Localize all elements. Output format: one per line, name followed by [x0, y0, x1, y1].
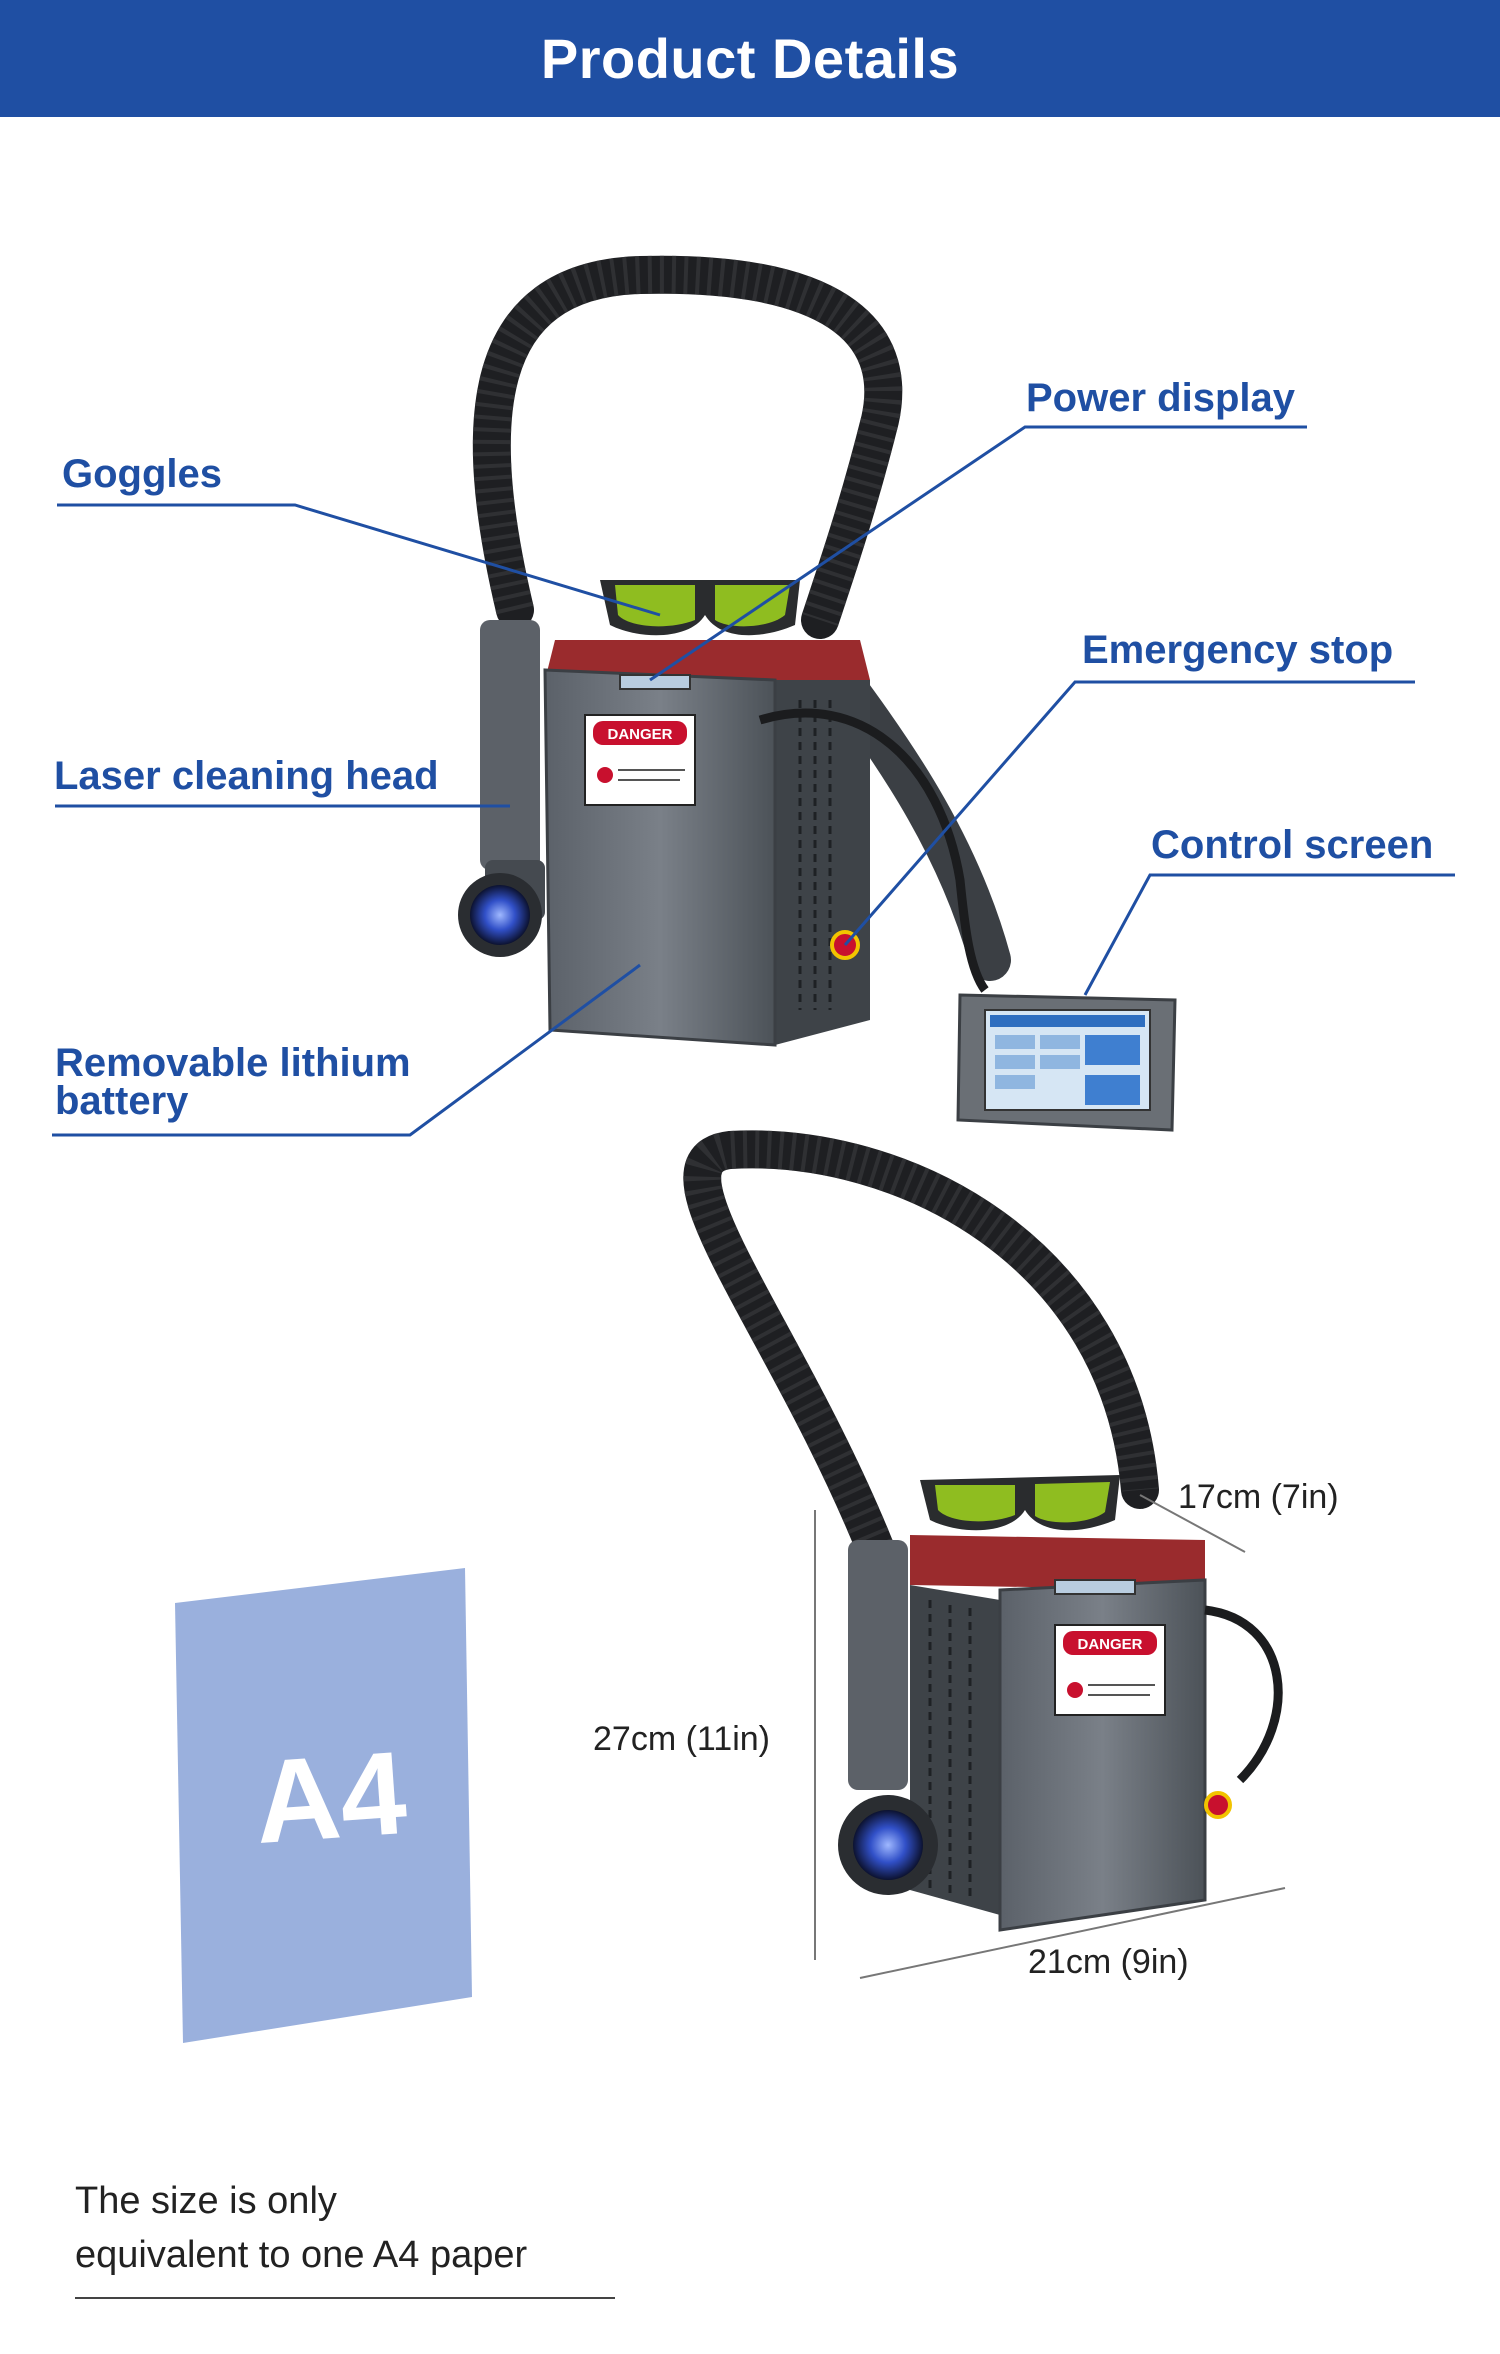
callout-lines: [52, 425, 1455, 1137]
removable-battery-label-line2: battery: [55, 1079, 189, 1123]
laser-cleaning-head-label: Laser cleaning head: [54, 754, 439, 798]
power-display-leader: [649, 425, 1307, 682]
control-screen-device: [956, 993, 1177, 1132]
danger-label-bottom: DANGER: [1077, 1636, 1142, 1653]
removable-battery-label: Removable lithium battery: [55, 1041, 411, 1123]
machine-top: DANGER: [458, 255, 1177, 1132]
depth-label: 17cm (7in): [1178, 1478, 1339, 1516]
a4-card: [175, 1568, 472, 2043]
note-line-2: equivalent to one A4 paper: [75, 2234, 528, 2276]
header-bar: Product Details: [0, 0, 1500, 117]
cleaning-head-column: [480, 620, 540, 870]
width-label: 21cm (9in): [1028, 1943, 1189, 1981]
vents: [798, 700, 832, 1010]
removable-battery-label-line1: Removable lithium: [55, 1041, 411, 1085]
goggles-top: [600, 580, 800, 636]
note-line-1: The size is only: [75, 2180, 337, 2222]
height-label: 27cm (11in): [593, 1720, 770, 1758]
danger-sign: DANGER: [584, 714, 696, 806]
danger-label: DANGER: [607, 726, 672, 743]
depth-dimension-line: [1139, 1494, 1246, 1553]
a4-label: A4: [250, 1726, 411, 1870]
page-title: Product Details: [540, 27, 960, 90]
control-screen-label: Control screen: [1151, 823, 1434, 867]
battery-leader: [52, 963, 641, 1137]
top-plate: [545, 640, 870, 680]
machine-bottom: DANGER: [683, 1130, 1283, 1932]
emergency-stop-leader: [843, 680, 1415, 946]
dimension-lines: [814, 1494, 1286, 1979]
note-underline: [75, 2297, 615, 2299]
control-screen-leader: [1083, 873, 1455, 996]
hose-top: [472, 255, 903, 639]
emergency-stop-label: Emergency stop: [1082, 628, 1394, 672]
goggles-label: Goggles: [62, 452, 223, 496]
power-display-label: Power display: [1026, 376, 1295, 420]
goggles-leader: [57, 503, 661, 617]
laser-head-lens: [458, 860, 545, 957]
width-dimension-line: [859, 1887, 1286, 1979]
